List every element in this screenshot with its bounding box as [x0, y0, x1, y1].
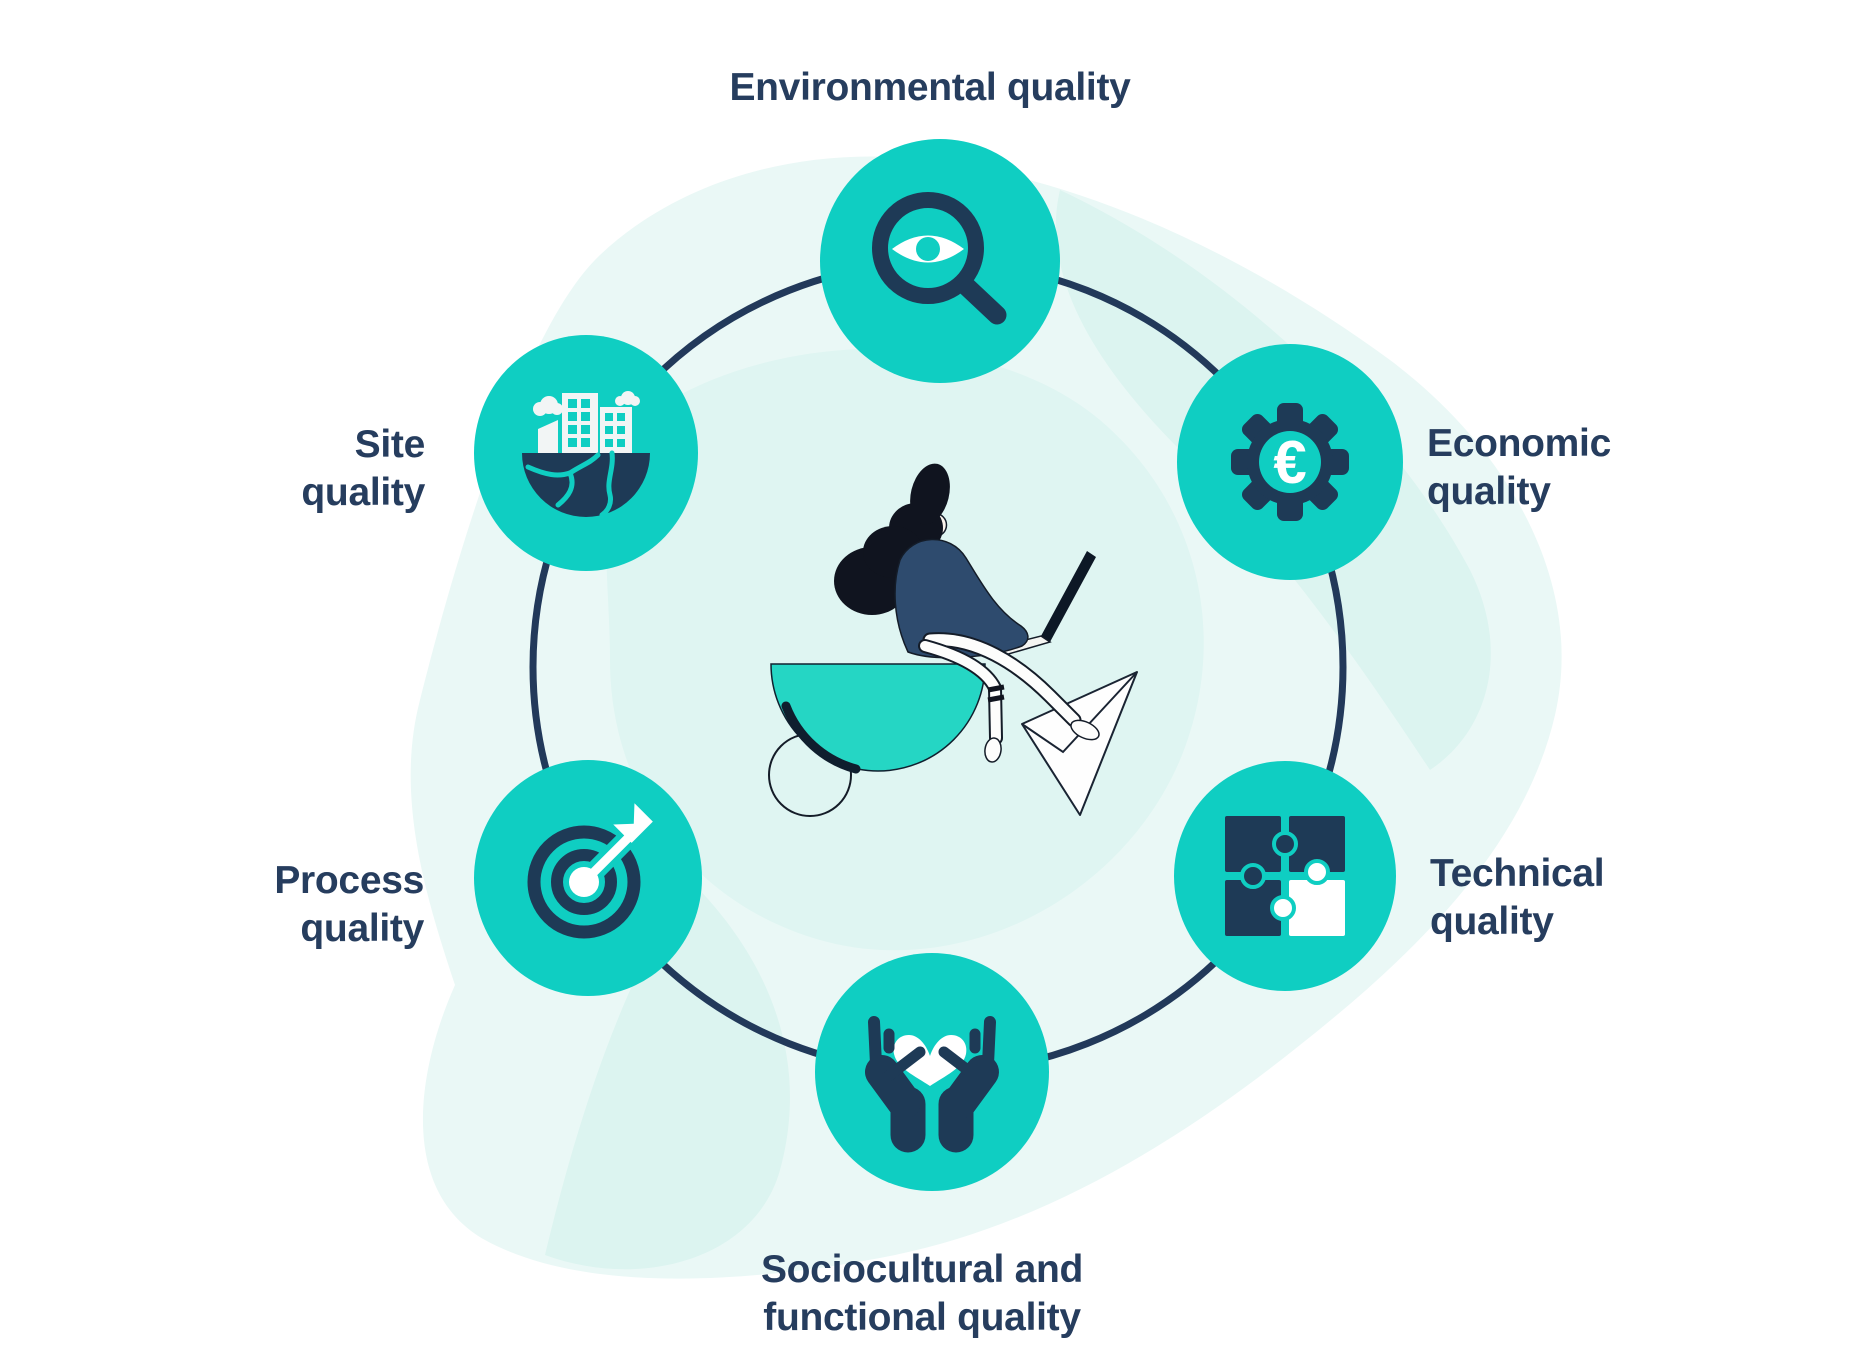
sock-stripe: [987, 684, 1005, 703]
laptop-icon: [1041, 551, 1096, 642]
node-site: [474, 335, 698, 571]
node-labels: Environmental quality Economic quality T…: [274, 66, 1611, 1339]
site-label-line2: quality: [301, 471, 425, 514]
person-hair: [834, 463, 950, 615]
sociocultural-label-line2: functional quality: [763, 1296, 1081, 1339]
sociocultural-label-line1: Sociocultural and: [761, 1248, 1083, 1291]
node-technical: [1174, 761, 1396, 991]
seat-shadow-crescent: [781, 701, 861, 774]
technical-label-line2: quality: [1430, 900, 1554, 943]
background-blob-mid-center: [606, 348, 1204, 951]
person-shoe-right: [1070, 719, 1100, 741]
right-hand: [938, 1016, 999, 1153]
economic-label-line1: Economic: [1427, 422, 1611, 465]
heart-shape: [893, 1035, 967, 1086]
paper-plane-fold-line: [1021, 671, 1138, 754]
buildings-globe-icon: [522, 391, 650, 518]
gear-euro-icon: €: [1231, 403, 1349, 521]
hands-heart-icon: [865, 1016, 999, 1153]
cloud-shapes: [533, 391, 640, 416]
process-label-line2: quality: [300, 907, 424, 950]
node-environmental: [820, 139, 1060, 383]
puzzle-icon: [1225, 816, 1345, 936]
site-label-line1: Site: [355, 423, 425, 466]
person-leg-extended: [922, 632, 1100, 741]
node-economic: €: [1177, 344, 1403, 580]
target-arrow-icon: [527, 803, 656, 939]
magnifier-eye-icon: [872, 192, 1007, 325]
sitting-person: [834, 463, 1100, 763]
half-circle-seat: [770, 663, 986, 772]
environmental-label: Environmental quality: [729, 66, 1131, 109]
paper-plane-decoration: [1021, 671, 1138, 816]
background-blob-mid-bottomleft: [545, 880, 790, 1270]
node-process: [474, 760, 702, 996]
node-sociocultural: [815, 953, 1049, 1191]
person-leg-hanging: [918, 639, 1005, 763]
economic-label-line2: quality: [1427, 470, 1551, 513]
person-torso: [894, 538, 1029, 659]
technical-label-line1: Technical: [1430, 852, 1604, 895]
center-illustration: [768, 463, 1138, 817]
node-bubbles: €: [474, 139, 1403, 1191]
euro-symbol: €: [1273, 429, 1306, 496]
left-hand: [865, 1016, 926, 1153]
technical-bubble: [1174, 761, 1396, 991]
person-shoe-left: [984, 737, 1002, 763]
process-label-line1: Process: [274, 859, 424, 902]
